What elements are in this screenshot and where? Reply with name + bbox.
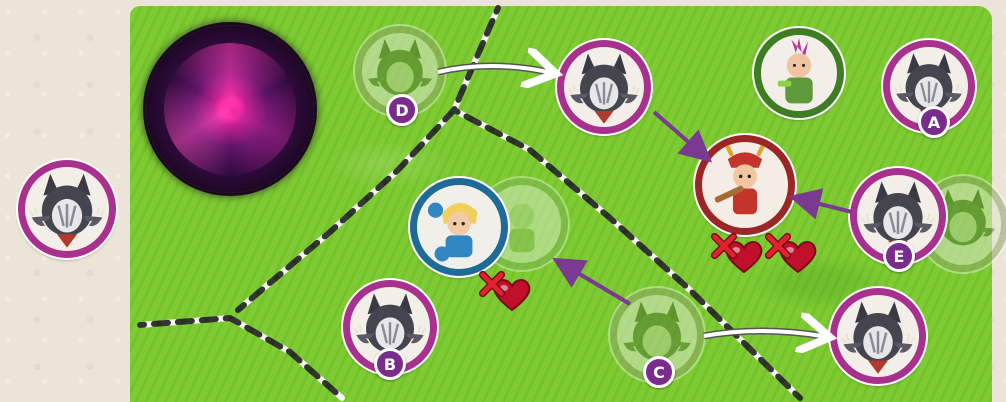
wound-marker	[476, 268, 534, 312]
werewolf-icon	[564, 47, 644, 127]
monster-label-c: C	[643, 356, 675, 388]
punk-with-slingshot-icon	[761, 35, 837, 111]
monster-label-a: A	[918, 106, 950, 138]
werewolf-token-c-destination[interactable]	[830, 288, 926, 384]
werewolf-token-d-destination[interactable]	[557, 40, 651, 134]
werewolf-icon	[837, 295, 919, 377]
monster-label-d: D	[386, 94, 418, 126]
samurai-hero-token[interactable]	[695, 135, 795, 235]
monster-label-e: E	[883, 240, 915, 272]
blonde-hero-token[interactable]	[410, 178, 508, 276]
wound-marker	[708, 230, 766, 274]
samurai-with-bat-icon	[702, 142, 788, 228]
monster-label-b: B	[374, 348, 406, 380]
werewolf-icon	[25, 167, 109, 251]
reserve-werewolf-token[interactable]	[18, 160, 116, 258]
portal-vortex-icon	[146, 25, 314, 193]
punk-hero-token[interactable]	[754, 28, 844, 118]
wound-marker	[762, 230, 820, 274]
blonde-fighter-icon	[417, 185, 501, 269]
